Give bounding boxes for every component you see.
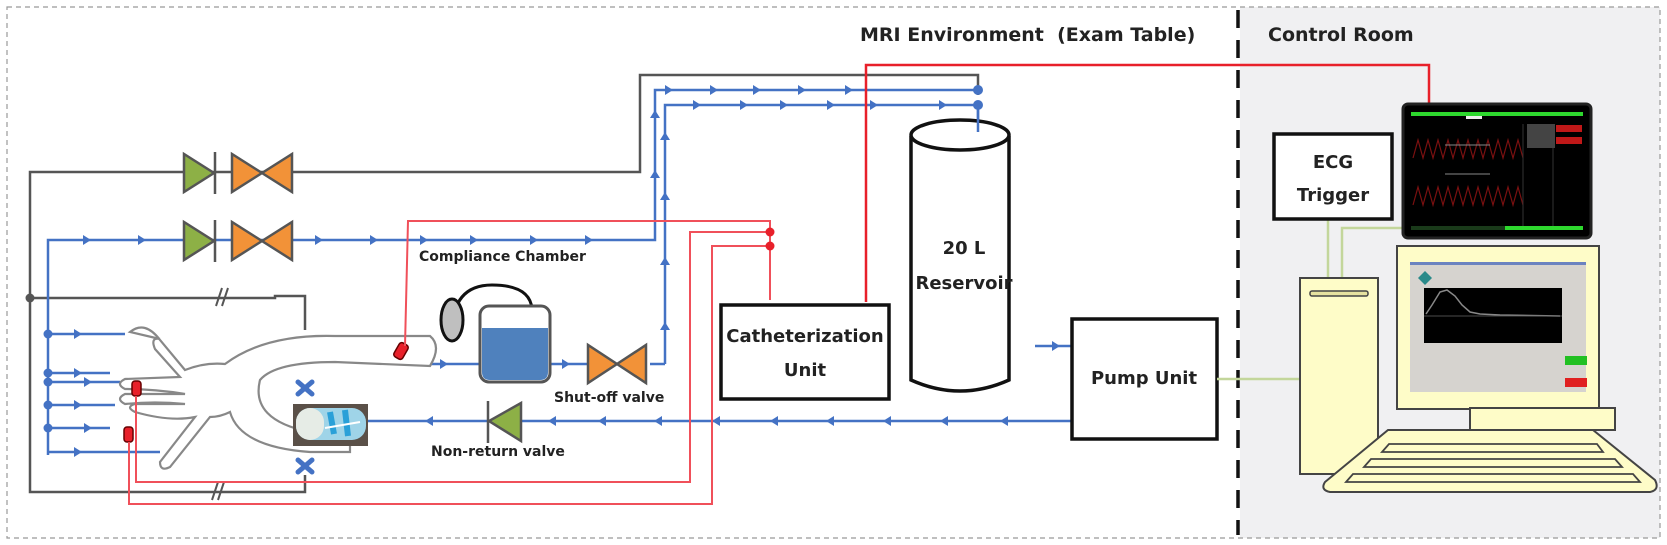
bypass-line-mid <box>30 294 307 330</box>
reservoir-label-2: Reservoir <box>915 273 1012 294</box>
pump-unit-box <box>1070 317 1219 441</box>
pressure-line-3 <box>128 245 770 505</box>
pressure-line-1 <box>404 220 771 347</box>
return-arrows <box>425 416 1008 426</box>
check-valve-bypass <box>182 151 217 195</box>
bypass-line-bottom <box>28 298 307 494</box>
cable-monitor-computer <box>1340 226 1404 280</box>
clamp-x-icon <box>295 379 315 475</box>
junction-dot <box>765 227 775 237</box>
catheterization-unit-box <box>719 303 891 401</box>
signal-line-catheter-monitor <box>864 63 1431 302</box>
mri-zone-title: MRI Environment (Exam Table) <box>860 24 1195 46</box>
compliance-chamber-label: Compliance Chamber <box>419 249 586 265</box>
flow-arrows <box>83 85 947 330</box>
ecg-trigger-box <box>1272 132 1394 221</box>
outlet-lines <box>43 329 160 457</box>
junction-dot <box>973 100 983 110</box>
junction-dot <box>25 293 35 303</box>
keyboard <box>1322 429 1658 493</box>
junction-dot <box>973 85 983 95</box>
ecg-monitor <box>1401 102 1593 240</box>
pressure-line-2 <box>135 231 770 483</box>
flow-line-upper <box>46 88 978 455</box>
bypass-line-top <box>28 73 980 298</box>
catheterization-unit-label-1: Catheterization <box>726 326 883 347</box>
ecg-trigger-label-1: ECG <box>1313 152 1353 173</box>
ecg-trigger-label-2: Trigger <box>1297 185 1369 206</box>
check-valve-flow <box>182 219 217 263</box>
compliance-chamber <box>439 283 552 384</box>
reservoir-cylinder <box>909 118 1011 393</box>
aortic-phantom <box>118 326 438 470</box>
shutoff-valve-label: Shut-off valve <box>554 390 664 406</box>
inlet-photo <box>293 404 368 446</box>
line-break-mark <box>211 287 229 501</box>
shutoff-valve-bypass <box>230 151 294 195</box>
computer-monitor <box>1396 245 1616 431</box>
shutoff-valve-main <box>586 342 648 386</box>
pump-unit-label: Pump Unit <box>1091 368 1198 389</box>
shutoff-valve-flow <box>230 219 294 263</box>
junction-dot <box>765 241 775 251</box>
nonreturn-valve-main <box>486 400 523 444</box>
control-room-title: Control Room <box>1268 24 1414 46</box>
nonreturn-valve-label: Non-return valve <box>431 444 565 460</box>
reservoir-label-1: 20 L <box>943 238 986 259</box>
computer-tower <box>1299 277 1379 475</box>
outer-frame <box>6 6 1661 539</box>
catheterization-unit-label-2: Unit <box>784 360 827 381</box>
